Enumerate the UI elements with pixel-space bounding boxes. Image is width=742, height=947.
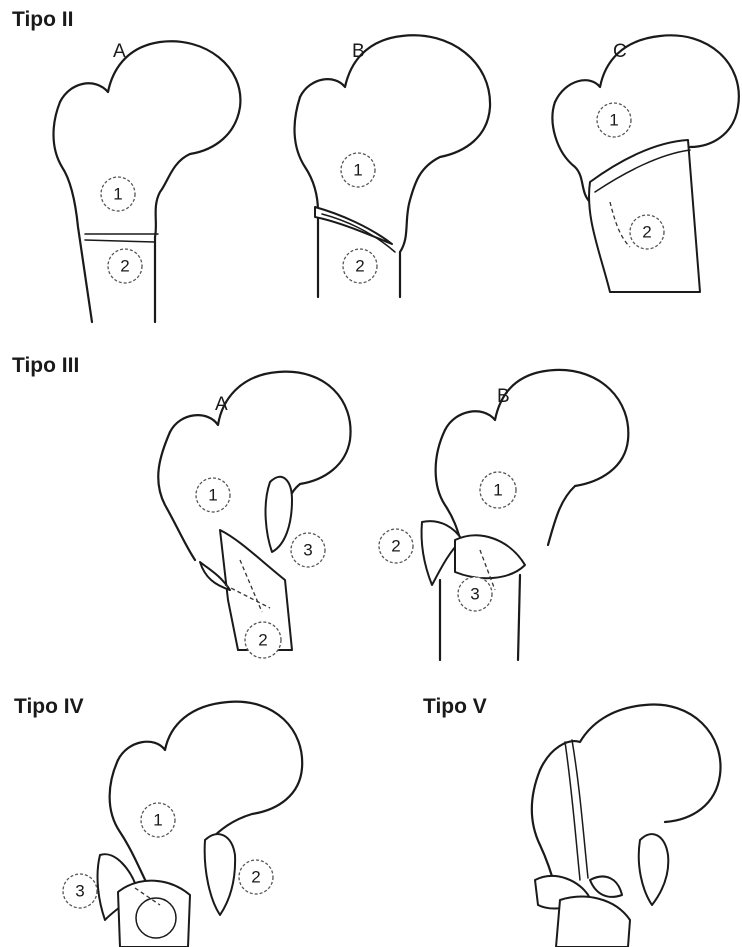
fragment-label: 1 <box>153 811 162 830</box>
section-title-tipo-v: Tipo V <box>423 695 487 718</box>
fragment-label: 2 <box>258 631 267 650</box>
fragment-label: 1 <box>113 185 122 204</box>
panel-tipo-iv: 1 2 3 <box>63 702 302 947</box>
fragment-label: 3 <box>303 541 312 560</box>
panel-tipo-iii-b: B 1 2 3 <box>379 370 628 660</box>
section-title-tipo-iii: Tipo III <box>12 354 79 377</box>
fragment-label: 1 <box>208 486 217 505</box>
panel-tipo-ii-c: C 1 2 <box>552 35 738 292</box>
fragment-label: 2 <box>355 257 364 276</box>
section-title-tipo-iv: Tipo IV <box>14 695 84 718</box>
fragment-label: 2 <box>391 537 400 556</box>
panel-tipo-iii-a: A 1 2 3 <box>158 372 350 658</box>
fragment-label: 1 <box>609 111 618 130</box>
panel-tipo-ii-a: A 1 2 <box>54 41 241 322</box>
fragment-label: 1 <box>353 161 362 180</box>
panel-tipo-v <box>532 705 721 947</box>
section-title-tipo-ii: Tipo II <box>12 8 73 31</box>
fragment-label: 1 <box>493 481 502 500</box>
fragment-label: 2 <box>120 257 129 276</box>
fragment-label: 2 <box>251 868 260 887</box>
fragment-label: 2 <box>642 223 651 242</box>
fragment-label: 3 <box>470 585 479 604</box>
fragment-label: 3 <box>75 882 84 901</box>
panel-tipo-ii-b: B 1 2 <box>295 35 491 297</box>
